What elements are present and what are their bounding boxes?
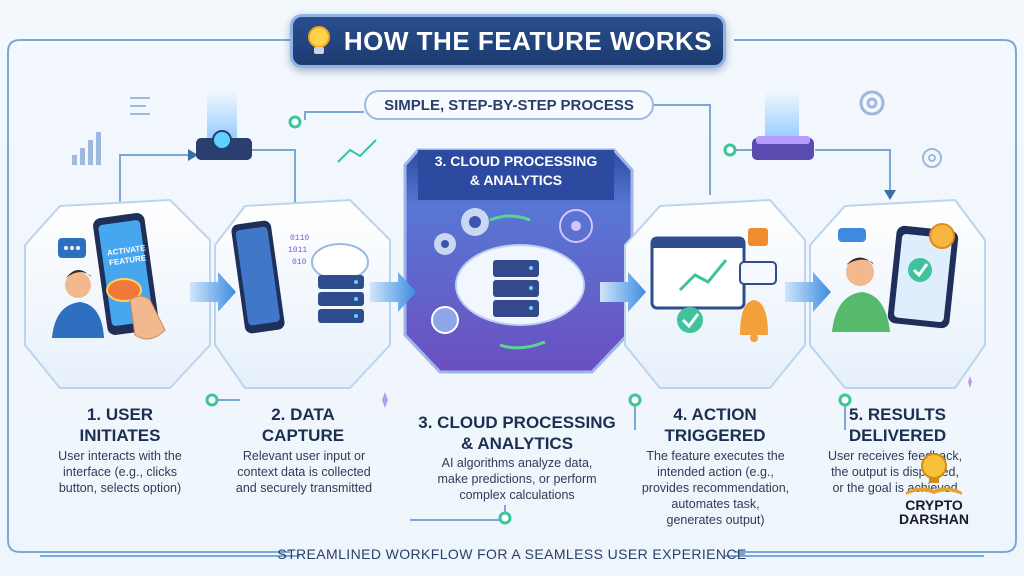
step-2-title-line-1: 2. DATA xyxy=(271,405,335,424)
step-4-desc-line: The feature executes the xyxy=(646,449,785,463)
step-1-desc-line: User interacts with the xyxy=(58,449,182,463)
user-icon xyxy=(52,270,104,338)
footer-tagline: STREAMLINED WORKFLOW FOR A SEAMLESS USER… xyxy=(277,546,747,562)
cloud-icon xyxy=(311,243,369,281)
step-5-title-line-2: DELIVERED xyxy=(848,426,947,445)
watermark-line-2: DARSHAN xyxy=(899,511,969,527)
router-icon xyxy=(752,90,814,160)
step-2-panel: 0110 1011 010 xyxy=(214,198,391,389)
step-4-desc-line: intended action (e.g., xyxy=(657,465,774,479)
outer-frame xyxy=(7,39,1017,557)
binary-data-icon: 0110 1011 010 xyxy=(288,234,309,267)
step-1-title: 1. USER INITIATES xyxy=(30,404,210,446)
target-icon xyxy=(922,148,942,168)
connector-dots xyxy=(205,115,852,525)
step-1-desc-line: interface (e.g., clicks xyxy=(63,465,177,479)
step-4-title: 4. ACTION TRIGGERED xyxy=(630,404,800,446)
cycle-arrow-icon xyxy=(489,214,546,350)
step-1-title-line-1: 1. USER xyxy=(86,405,154,424)
tablet-icon xyxy=(887,225,959,329)
step-2-desc-line: and securely transmitted xyxy=(235,481,373,495)
step-2-desc-line: Relevant user input or xyxy=(242,449,366,463)
step-5-title-line-1: 5. RESULTS xyxy=(849,405,946,424)
step-4-title-line-2: TRIGGERED xyxy=(664,426,766,445)
cloud-panel-header: 3. CLOUD PROCESSING & ANALYTICS xyxy=(418,152,614,198)
arrow-2-3 xyxy=(370,272,416,312)
flow-arrows xyxy=(190,272,831,312)
brain-icon xyxy=(431,306,459,334)
arrow-3-4 xyxy=(600,272,646,312)
title-banner: HOW THE FEATURE WORKS xyxy=(290,14,726,68)
step-4-desc-line: generates output) xyxy=(666,513,765,527)
step-4-desc-line: provides recommendation, xyxy=(641,481,790,495)
cloud-header-band xyxy=(418,150,614,200)
step-2-title-line-2: CAPTURE xyxy=(261,426,345,445)
page-title: HOW THE FEATURE WORKS xyxy=(343,25,713,56)
lightbulb-icon xyxy=(307,26,330,54)
step-4-title-line-1: 4. ACTION xyxy=(673,405,757,424)
router-icon xyxy=(196,90,252,160)
network-icon xyxy=(559,209,593,243)
step-3-description: AI algorithms analyze data, make predict… xyxy=(412,455,622,503)
step-3-title-line-2: & ANALYTICS xyxy=(460,434,574,453)
svg-text:0110: 0110 xyxy=(290,234,309,243)
settings-gear-icon xyxy=(859,90,885,116)
down-arrowhead xyxy=(884,190,896,200)
chart-icon xyxy=(72,132,101,165)
watermark-line-1: CRYPTO xyxy=(905,497,963,513)
arrow-1-2 xyxy=(190,272,236,312)
crypto-darshan-watermark: CRYPTO DARSHAN xyxy=(884,450,984,530)
svg-text:1011: 1011 xyxy=(288,246,307,255)
gear-icon xyxy=(434,208,489,255)
user-icon xyxy=(832,257,890,332)
warning-icon xyxy=(748,228,768,246)
step-1-title-line-2: INITIATES xyxy=(79,426,161,445)
step-3-desc-line: AI algorithms analyze data, xyxy=(441,456,593,470)
phone-icon xyxy=(231,220,285,334)
line-chart-icon xyxy=(337,139,377,163)
step-3-title-line-1: 3. CLOUD PROCESSING xyxy=(418,413,616,432)
sparkle-icon xyxy=(382,376,972,408)
step-2-title: 2. DATA CAPTURE xyxy=(218,404,388,446)
svg-text:010: 010 xyxy=(292,258,307,267)
arrow-4-5 xyxy=(785,272,831,312)
step-3-title: 3. CLOUD PROCESSING & ANALYTICS xyxy=(412,412,622,454)
step-4-description: The feature executes the intended action… xyxy=(628,448,803,528)
chat-bubble-icon xyxy=(838,228,866,242)
step-1-panel xyxy=(24,198,211,389)
cloud-header-line-2: & ANALYTICS xyxy=(469,172,563,188)
step-3-desc-line: make predictions, or perform xyxy=(437,472,597,486)
list-icon xyxy=(130,97,150,115)
chat-bubble-icon xyxy=(58,238,86,258)
bell-icon xyxy=(740,300,768,342)
hand-icon xyxy=(129,295,166,340)
cloud-header-line-1: 3. CLOUD PROCESSING xyxy=(434,153,598,169)
subtitle-pill: SIMPLE, STEP-BY-STEP PROCESS xyxy=(364,90,654,120)
step-2-description: Relevant user input or context data is c… xyxy=(218,448,390,496)
message-icon xyxy=(739,261,777,285)
step-3-desc-line: complex calculations xyxy=(459,488,575,502)
step-5-title: 5. RESULTS DELIVERED xyxy=(810,404,985,446)
step-1-description: User interacts with the interface (e.g.,… xyxy=(30,448,210,496)
step-4-panel xyxy=(624,198,806,389)
step-1-desc-line: button, selects option) xyxy=(58,481,182,495)
step-2-desc-line: context data is collected xyxy=(237,465,371,479)
right-arrowhead xyxy=(188,149,198,161)
checkmark-icon xyxy=(677,307,703,333)
step-5-panel xyxy=(809,198,986,389)
server-icon xyxy=(493,260,539,317)
server-icon xyxy=(318,275,364,323)
badge-icon xyxy=(929,223,955,249)
dashboard-icon xyxy=(650,236,746,310)
lightbulb-book-logo-icon xyxy=(906,453,962,495)
step-4-desc-line: automates task, xyxy=(671,497,760,511)
step-3-panel xyxy=(403,148,634,374)
